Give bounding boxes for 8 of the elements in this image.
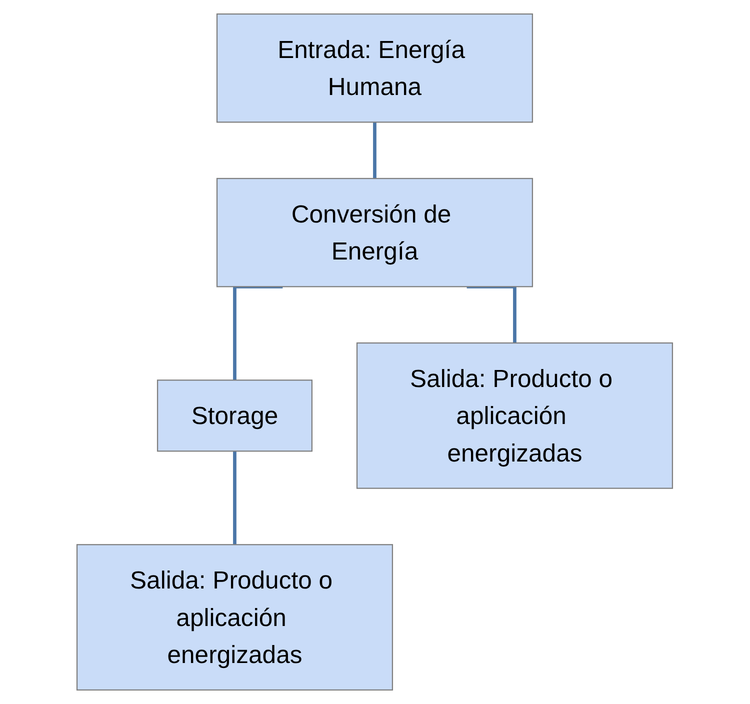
process-box: Entrada: Energía Humana <box>216 13 534 123</box>
connector <box>467 284 517 343</box>
process-box: Salida: Producto o aplicación energizadas <box>76 544 394 691</box>
process-box: Storage <box>157 380 313 452</box>
process-box: Conversión de Energía <box>216 178 534 288</box>
connector <box>373 120 377 178</box>
process-box: Salida: Producto o aplicación energizadas <box>356 342 674 489</box>
connector <box>233 449 237 545</box>
